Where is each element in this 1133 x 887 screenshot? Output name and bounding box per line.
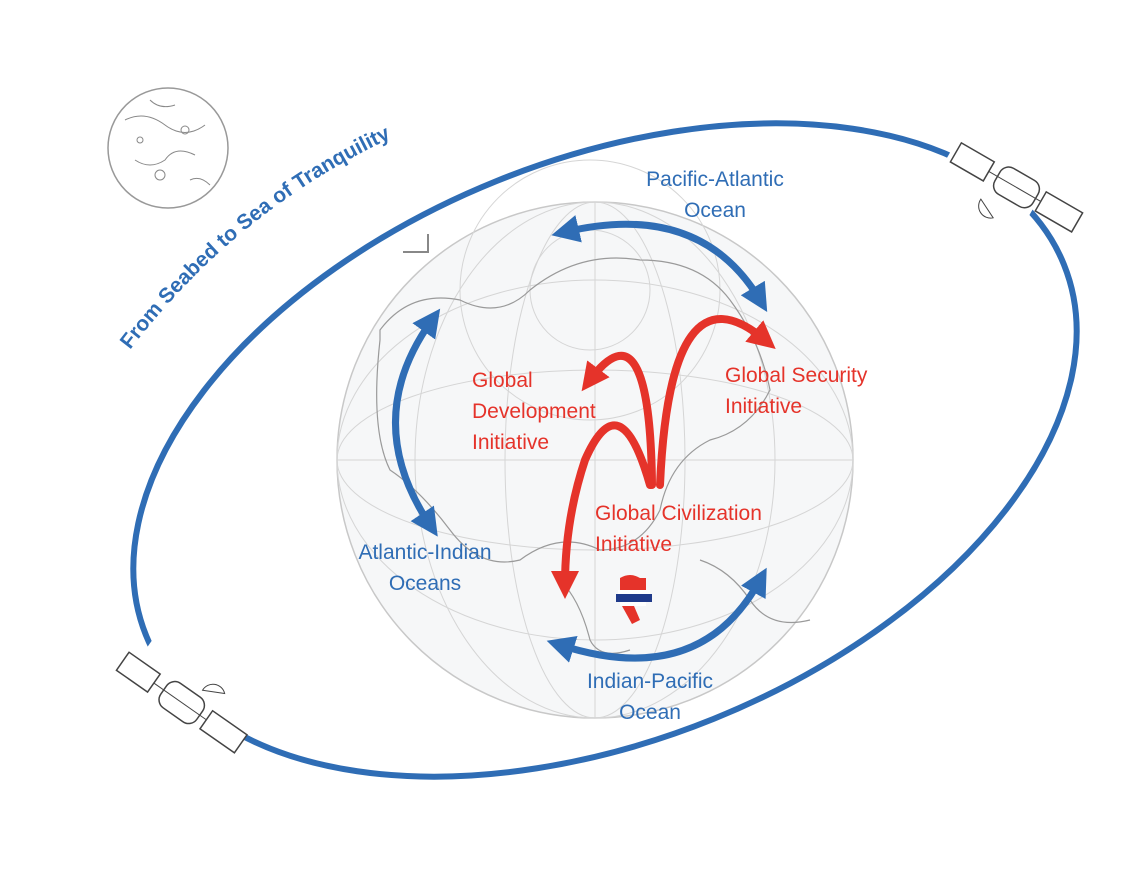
label-line: Initiative: [595, 533, 673, 556]
label-line: Ocean: [684, 199, 746, 222]
pacific-atlantic-arrow: [551, 215, 768, 313]
label-indian-pacific: Indian-Pacific Ocean: [560, 666, 740, 728]
label-global-development-initiative: Global Development Initiative: [472, 365, 596, 458]
label-global-civilization-initiative: Global Civilization Initiative: [595, 498, 762, 560]
label-line: Atlantic-Indian: [358, 541, 492, 564]
label-line: Indian-Pacific: [586, 670, 714, 693]
label-line: Global Security: [725, 364, 868, 387]
label-line: Oceans: [388, 572, 462, 595]
label-line: Pacific-Atlantic: [646, 168, 784, 191]
moon-map: [107, 87, 229, 209]
label-line: Initiative: [725, 395, 803, 418]
label-line: Ocean: [619, 701, 681, 724]
label-atlantic-indian: Atlantic-Indian Oceans: [340, 537, 510, 599]
corner-mark: [403, 234, 429, 253]
label-line: Global: [472, 369, 533, 392]
label-global-security-initiative: Global Security Initiative: [725, 360, 867, 422]
civilization-arrow: [551, 421, 654, 599]
security-arrow: [656, 315, 776, 489]
satellite-icon: [96, 637, 249, 783]
label-pacific-atlantic: Pacific-Atlantic Ocean: [620, 164, 810, 226]
satellite-icon: [927, 117, 1084, 242]
development-arrow: [581, 351, 656, 489]
thailand-flag-map: [616, 575, 652, 624]
label-line: Development: [472, 400, 596, 423]
label-line: Global Civilization: [595, 502, 762, 525]
atlantic-indian-arrow: [392, 308, 441, 537]
indian-pacific-arrow: [546, 567, 767, 663]
orbit-ring: [130, 120, 1080, 780]
label-line: Initiative: [472, 431, 550, 454]
